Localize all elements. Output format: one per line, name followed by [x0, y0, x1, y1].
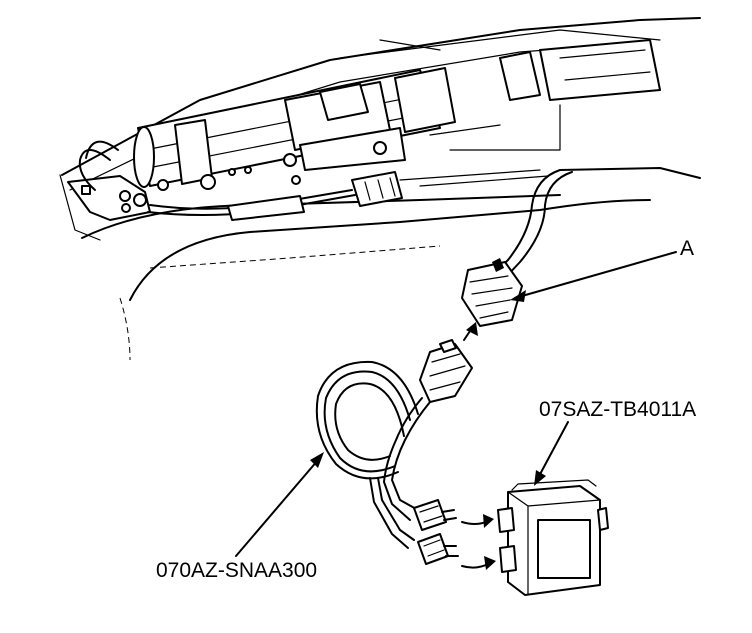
test-box: [497, 479, 609, 596]
airbag-harness: [461, 169, 573, 327]
connect-arrow-a: [463, 322, 478, 341]
test-plug-upper: [413, 499, 457, 531]
inflator-cylinder: [133, 39, 661, 190]
mounting-bracket: [67, 140, 169, 221]
leader-line-box: [534, 421, 569, 486]
label-test-harness: 070AZ-SNAA300: [156, 559, 318, 582]
test-plug-lower: [417, 533, 459, 565]
test-harness-connector: [419, 339, 473, 403]
plug-arrow-lower: [461, 556, 496, 570]
label-connector-a: A: [680, 237, 695, 260]
leader-line-cable: [235, 452, 324, 557]
label-test-box: 07SAZ-TB4011A: [539, 398, 697, 421]
vehicle-wiring: [147, 171, 403, 221]
leader-line-a: [510, 251, 677, 302]
plug-arrow-upper: [461, 514, 494, 528]
test-harness-cable: [315, 360, 431, 549]
